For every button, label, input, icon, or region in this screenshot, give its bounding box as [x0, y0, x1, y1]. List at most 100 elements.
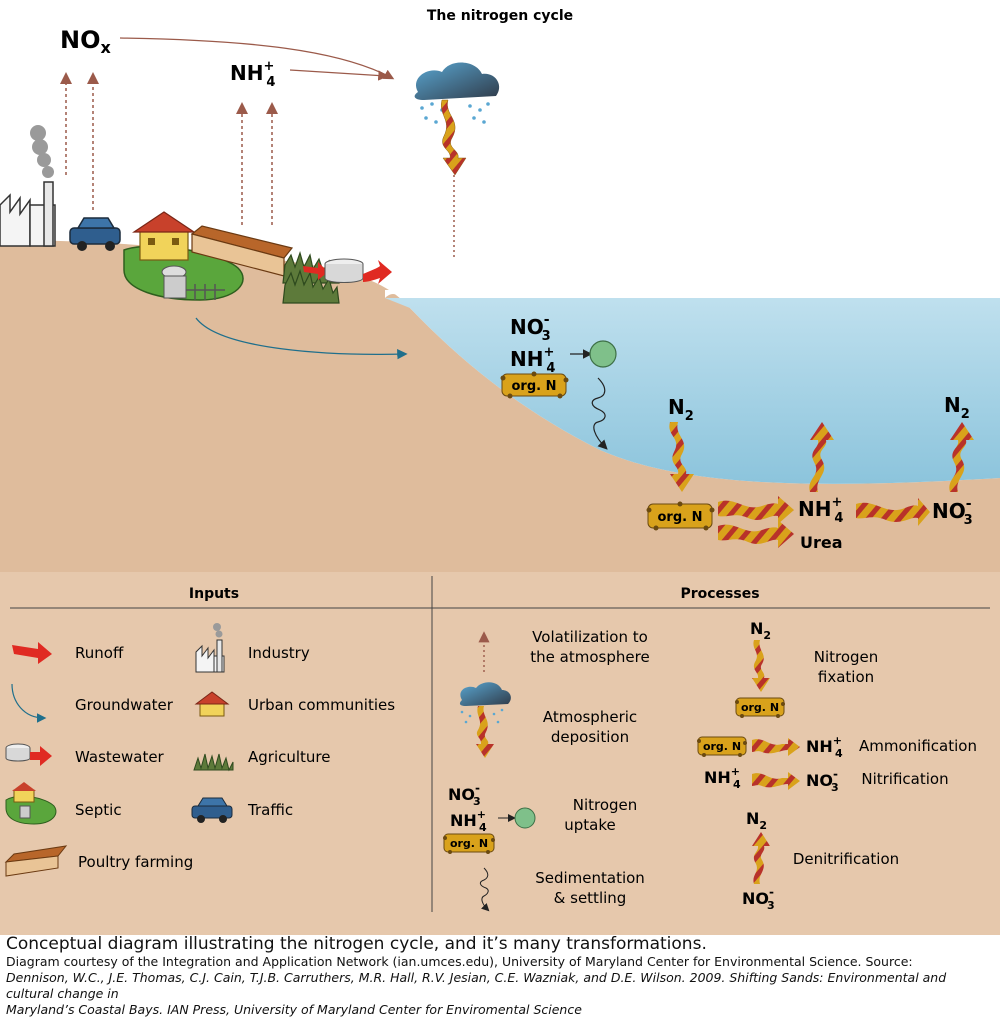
svg-text:& settling: & settling — [554, 889, 627, 907]
water-org-n-badge: org. N — [500, 371, 569, 399]
legend-uptake-nh4: NH+4 — [450, 808, 487, 834]
wastewater-icon — [5, 743, 52, 766]
svg-text:N2: N2 — [750, 619, 771, 642]
wave-line — [385, 290, 1000, 298]
svg-text:uptake: uptake — [564, 816, 615, 834]
factory-icon — [195, 623, 225, 673]
wastewater-icon — [324, 258, 364, 283]
factory-icon — [0, 125, 56, 247]
svg-text:Sedimentation: Sedimentation — [535, 869, 645, 887]
n2-release-arrow-middle — [809, 422, 834, 492]
svg-text:fixation: fixation — [818, 668, 874, 686]
svg-text:NO-3: NO-3 — [806, 767, 839, 794]
legend-poultry: Poultry farming — [4, 845, 193, 877]
legend-agriculture: Agriculture — [193, 748, 331, 772]
legend-runoff: Runoff — [12, 642, 124, 664]
ammonification-arrow-icon — [752, 738, 800, 756]
figure-caption: Conceptual diagram illustrating the nitr… — [6, 934, 996, 1018]
water-no3-label: NO-3 — [510, 312, 551, 344]
denitrification-arrow — [949, 422, 974, 492]
legend-uptake-no3: NO-3 — [448, 781, 481, 808]
svg-text:Volatilization to: Volatilization to — [532, 628, 648, 646]
svg-text:Nitrification: Nitrification — [861, 770, 948, 788]
car-icon — [191, 797, 233, 823]
water-nh4-label: NH+4 — [510, 345, 555, 376]
sedimentation-spiral-icon — [479, 867, 490, 912]
svg-text:NH+4: NH+4 — [806, 734, 843, 760]
nh4-bottom-label: NH+4 — [798, 495, 843, 526]
legend-ammonification: org. N NH+4 Ammonification — [697, 734, 977, 760]
water-body — [385, 298, 1000, 484]
svg-text:org. N: org. N — [512, 379, 557, 394]
svg-text:NO-3: NO-3 — [742, 885, 775, 912]
legend-industry: Industry — [195, 623, 310, 673]
runoff-arrow — [303, 262, 328, 280]
processes-heading: Processes — [680, 586, 759, 602]
crops-icon — [193, 753, 234, 772]
no3-bottom-label: NO-3 — [932, 496, 973, 528]
ammonification-arrow — [718, 496, 794, 524]
svg-text:org. N: org. N — [658, 510, 703, 525]
house-icon — [132, 211, 196, 261]
svg-text:Ammonification: Ammonification — [859, 737, 977, 755]
wastewater-runoff-arrow — [363, 260, 392, 284]
svg-text:Denitrification: Denitrification — [793, 850, 899, 868]
svg-text:Atmospheric: Atmospheric — [543, 708, 637, 726]
legend-groundwater: Groundwater — [11, 683, 174, 723]
legend-denitrification: N2 NO-3 Denitrification — [742, 809, 899, 912]
legend-septic: Septic — [5, 782, 122, 825]
nox-to-cloud-arrow — [119, 37, 395, 80]
fixation-arrow-icon — [752, 640, 770, 692]
diagram-title: The nitrogen cycle — [427, 8, 573, 24]
svg-text:N2: N2 — [746, 809, 767, 832]
svg-text:Septic: Septic — [75, 801, 122, 819]
rain-cloud-icon — [459, 682, 511, 758]
house-icon — [194, 691, 230, 717]
legend-nitrification: NH+4 NO-3 Nitrification — [704, 765, 949, 794]
legend-uptake-org-n: org. N — [443, 833, 495, 854]
phytoplankton-cell-icon — [589, 340, 617, 368]
legend-traffic: Traffic — [191, 797, 293, 823]
svg-text:org. N: org. N — [741, 701, 779, 714]
caption-main: Conceptual diagram illustrating the nitr… — [6, 934, 707, 954]
septic-icon — [5, 782, 57, 825]
caption-reference-1: Dennison, W.C., J.E. Thomas, C.J. Cain, … — [6, 970, 947, 1001]
runoff-icon — [12, 642, 52, 664]
svg-text:Agriculture: Agriculture — [248, 748, 331, 766]
legend-urban: Urban communities — [194, 691, 395, 717]
svg-text:org. N: org. N — [703, 740, 741, 753]
sediment-org-n-badge: org. N — [646, 501, 715, 531]
svg-text:Runoff: Runoff — [75, 644, 124, 662]
caption-reference-2: Maryland’s Coastal Bays. IAN Press, Univ… — [6, 1002, 582, 1017]
svg-text:org. N: org. N — [450, 837, 488, 850]
groundwater-icon — [11, 683, 47, 723]
legend-sedimentation: Sedimentation & settling — [479, 867, 645, 912]
urea-label: Urea — [800, 533, 843, 552]
denitrification-arrow-icon — [752, 832, 770, 884]
nh4-air-label: NH+4 — [230, 59, 275, 90]
nox-label: NOx — [60, 26, 112, 57]
svg-text:Industry: Industry — [248, 644, 310, 662]
svg-text:Poultry farming: Poultry farming — [78, 853, 193, 871]
phytoplankton-cell-icon — [514, 807, 536, 829]
nh4-to-cloud-arrow — [289, 69, 389, 81]
sedimentation-spiral-icon — [591, 377, 608, 450]
svg-text:Wastewater: Wastewater — [75, 748, 165, 766]
groundwater-arrow — [195, 317, 408, 360]
svg-text:NH+4: NH+4 — [704, 765, 741, 791]
car-icon — [69, 217, 121, 251]
svg-text:Nitrogen: Nitrogen — [814, 648, 879, 666]
svg-text:deposition: deposition — [551, 728, 629, 746]
nitrogen-fixation-arrow — [669, 422, 694, 492]
n2-left-label: N2 — [668, 395, 694, 424]
svg-text:the atmosphere: the atmosphere — [530, 648, 649, 666]
nitrification-arrow — [856, 498, 930, 526]
n2-right-label: N2 — [944, 393, 970, 422]
poultry-farm-icon — [4, 845, 68, 877]
svg-text:Groundwater: Groundwater — [75, 696, 174, 714]
legend-uptake: NO-3 NH+4 org. N Nitrogen uptake — [443, 781, 637, 854]
legend-volatilization: Volatilization to the atmosphere — [478, 628, 650, 672]
legend-panel — [0, 572, 1000, 935]
legend-deposition: Atmospheric deposition — [459, 682, 637, 758]
urea-arrow — [718, 520, 794, 548]
